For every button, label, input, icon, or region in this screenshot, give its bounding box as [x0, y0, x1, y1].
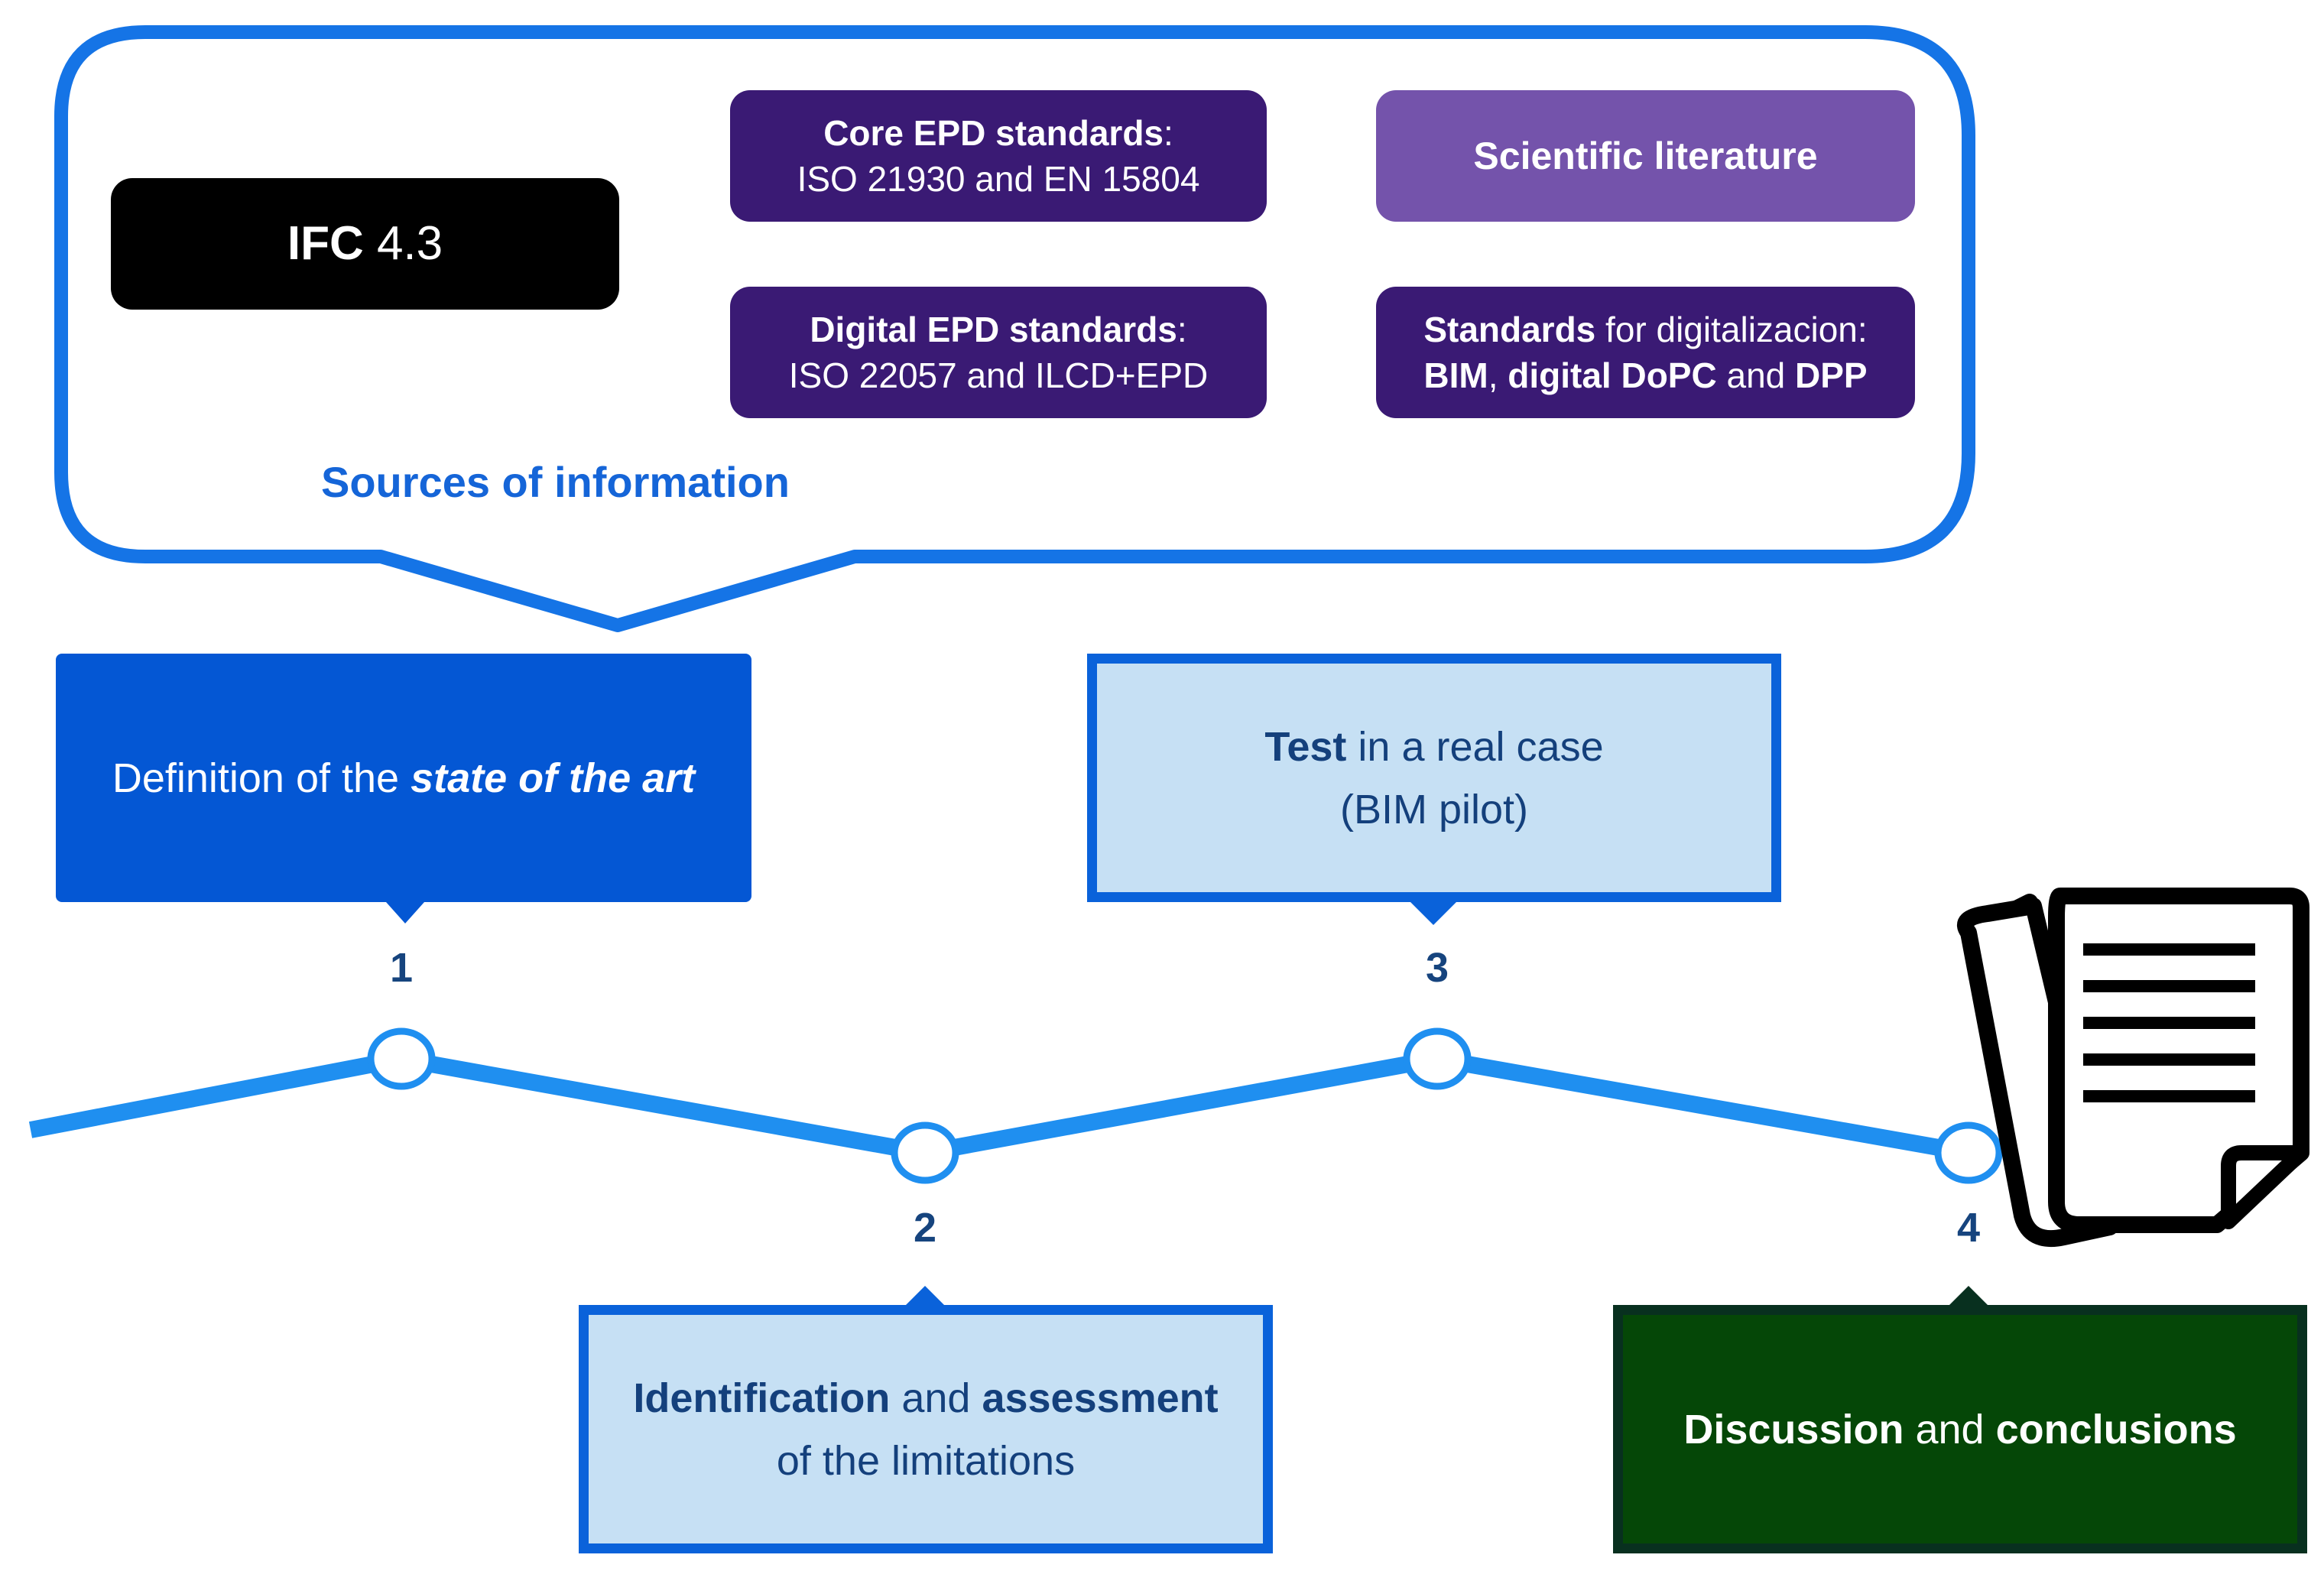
timeline-node-1	[367, 1027, 436, 1090]
digital-epd-strong: Digital EPD standards	[810, 310, 1177, 349]
step-3-line2: (BIM pilot)	[1339, 786, 1529, 833]
digital-epd-rest: :	[1177, 310, 1187, 349]
step-4-strong2: conclusions	[1995, 1406, 2237, 1453]
step1-pointer	[386, 902, 424, 923]
digitalization-sep1: ,	[1488, 355, 1508, 395]
step-2-number: 2	[913, 1205, 937, 1251]
step-2-strong1: Identification	[633, 1375, 891, 1421]
step-1-text: Definition of the	[112, 755, 411, 801]
core-epd-line2: ISO 21930 and EN 15804	[797, 159, 1200, 199]
step-1-box: Definition of the state of the art	[56, 654, 751, 902]
step-3-strong: Test	[1264, 723, 1347, 770]
step-4-number: 4	[1956, 1205, 1981, 1251]
digitalization-strong2: BIM	[1423, 355, 1488, 395]
source-digitalization: Standards for digitalizacion: BIM, digit…	[1376, 287, 1915, 418]
step-3-number: 3	[1425, 945, 1449, 991]
step-3-rest: in a real case	[1346, 723, 1604, 770]
digital-epd-line2: ISO 22057 and ILCD+EPD	[788, 355, 1209, 395]
step-1-number: 1	[389, 945, 414, 991]
step2-pointer	[902, 1286, 948, 1309]
timeline-line	[28, 1050, 1970, 1161]
source-core-epd: Core EPD standards: ISO 21930 and EN 158…	[730, 90, 1267, 222]
core-epd-strong: Core EPD standards	[823, 113, 1164, 153]
step-2-mid: and	[890, 1375, 982, 1421]
source-scientific-literature: Scientific literature	[1376, 90, 1915, 222]
step-3-box: Test in a real case (BIM pilot)	[1087, 654, 1781, 902]
scientific-literature-label: Scientific literature	[1473, 135, 1818, 177]
core-epd-rest: :	[1164, 113, 1173, 153]
digitalization-sep2: and	[1716, 355, 1796, 395]
timeline-node-4	[1934, 1121, 2003, 1184]
digitalization-strong1: Standards	[1423, 310, 1596, 349]
step3-pointer	[1410, 902, 1456, 925]
digitalization-strong4: DPP	[1795, 355, 1868, 395]
step4-pointer	[1946, 1286, 1991, 1309]
step-4-box: Discussion and conclusions	[1613, 1305, 2307, 1553]
digitalization-rest1: for digitalizacion:	[1595, 310, 1868, 349]
timeline-node-3	[1403, 1027, 1472, 1090]
step-4-strong1: Discussion	[1683, 1406, 1904, 1453]
step-2-strong2: assessment	[982, 1375, 1219, 1421]
sources-title: Sources of information	[321, 458, 790, 506]
step-2-box: Identification and assessment of the lim…	[579, 1305, 1273, 1553]
document-stack-icon	[1957, 888, 2309, 1248]
source-ifc-rest: 4.3	[363, 217, 443, 270]
source-ifc: IFC 4.3	[111, 178, 619, 310]
step-1-emph: state of the art	[411, 755, 696, 801]
step-4-mid: and	[1904, 1406, 1996, 1453]
source-digital-epd: Digital EPD standards: ISO 22057 and ILC…	[730, 287, 1267, 418]
timeline-node-2	[891, 1121, 959, 1184]
source-ifc-strong: IFC	[287, 217, 364, 270]
digitalization-strong3: digital DoPC	[1508, 355, 1717, 395]
step-2-line2: of the limitations	[776, 1437, 1076, 1484]
